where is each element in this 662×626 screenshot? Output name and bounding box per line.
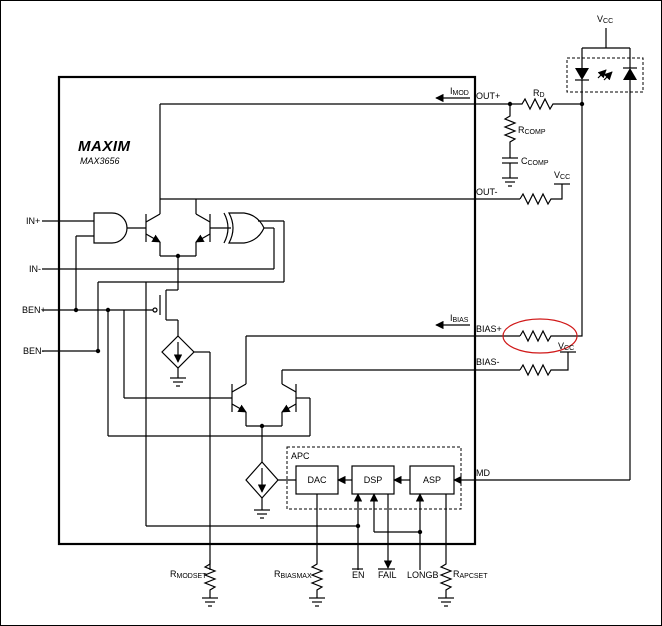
pin-en: EN (352, 570, 365, 580)
pin-in-minus: IN- (29, 264, 41, 274)
mod-diff-pair (145, 103, 475, 290)
bias-current-source (245, 461, 296, 519)
pin-md: MD (476, 468, 490, 478)
ground-symbol-comp (502, 177, 518, 187)
rcomp-resistor (503, 104, 517, 158)
laser-package (566, 28, 644, 480)
imod-label: IMOD (450, 86, 469, 97)
enable-mosfet (123, 289, 179, 398)
vcc-out-label: VCC (554, 170, 570, 181)
bias-diff-pair (105, 307, 520, 462)
rbiasmax-label: RBIASMAX (274, 569, 312, 580)
ibias-label: IBIAS (450, 313, 469, 324)
vcc-bias-label: VCC (558, 341, 574, 352)
bias-minus-resistor (519, 352, 569, 377)
bias-plus-resistor (519, 104, 583, 343)
pin-ben-minus: BEN- (23, 346, 45, 356)
rd-resistor (510, 97, 582, 111)
rbiasmax-resistor (310, 560, 324, 598)
pin-longb: LONGB (407, 570, 439, 580)
brand-logo: MAXIM (78, 138, 131, 155)
highlight-circle (502, 318, 578, 354)
pin-out-plus: OUT+ (476, 91, 500, 101)
pin-fail: FAIL (378, 570, 397, 580)
pin-out-minus: OUT- (476, 187, 498, 197)
dsp-label: DSP (364, 475, 383, 485)
rapcset-label: RAPCSET (453, 569, 488, 580)
rapcset-resistor (439, 560, 453, 598)
out-minus-resistor (519, 184, 563, 206)
rmodset-resistor (203, 560, 217, 598)
pin-in-plus: IN+ (26, 216, 40, 226)
ccomp-label: CCOMP (521, 156, 549, 167)
or-gate (228, 212, 265, 244)
rcomp-label: RCOMP (518, 125, 546, 136)
pin-ben-plus: BEN+ (22, 305, 46, 315)
vcc-top-label: VCC (597, 14, 613, 25)
svg-text:VCC: VCC (597, 14, 613, 25)
pin-bias-plus: BIAS+ (476, 324, 502, 334)
and-gate (93, 212, 128, 244)
part-number: MAX3656 (80, 156, 120, 166)
asp-label: ASP (423, 475, 441, 485)
rmodset-label: RMODSET (170, 569, 207, 580)
rd-label: RD (533, 88, 545, 99)
mod-current-source (161, 335, 211, 570)
apc-label: APC (291, 451, 310, 461)
dac-label: DAC (307, 475, 327, 485)
pin-bias-minus: BIAS- (476, 357, 500, 367)
